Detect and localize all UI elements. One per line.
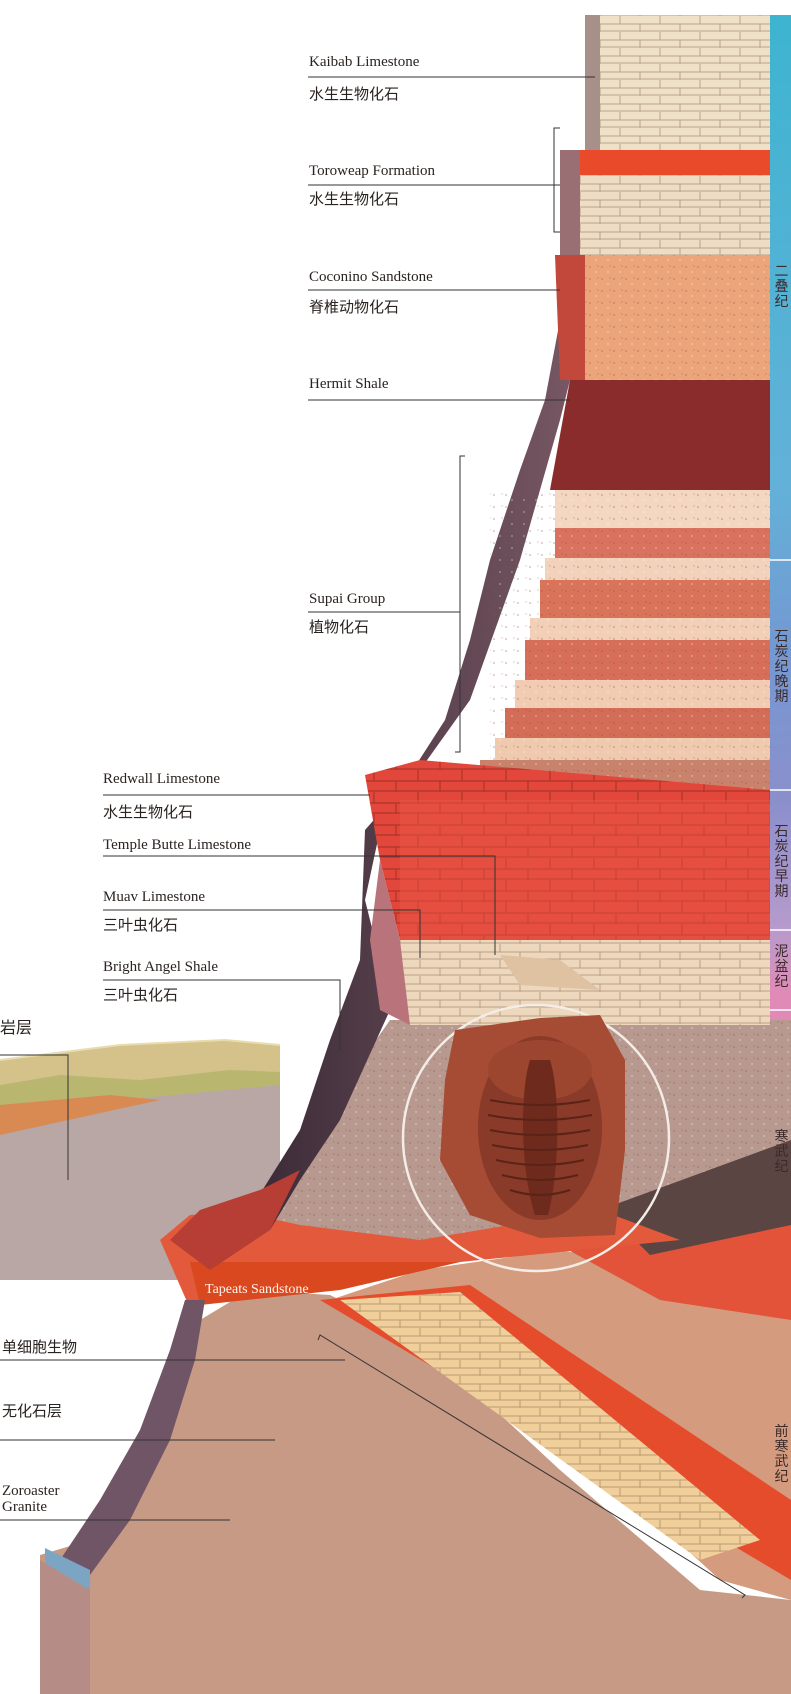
label-tapeats: Tapeats Sandstone <box>205 1283 309 1297</box>
label-bright-angel: Bright Angel Shale <box>103 960 218 975</box>
fossil-supai: 植物化石 <box>309 620 369 635</box>
label-unicellular: 单细胞生物 <box>2 1340 77 1355</box>
label-redwall: Redwall Limestone <box>103 772 220 787</box>
period-cambrian: 寒武纪 <box>772 1130 791 1175</box>
period-precambrian: 前寒武纪 <box>772 1425 791 1485</box>
fossil-bright-angel: 三叶虫化石 <box>103 988 178 1003</box>
period-late-carboniferous: 石炭纪晚期 <box>772 630 791 705</box>
period-devonian: 泥盆纪 <box>772 945 791 990</box>
fossil-redwall: 水生生物化石 <box>103 805 193 820</box>
label-cut-layer: 岩层 <box>0 1020 32 1036</box>
label-granite-2: Granite <box>2 1500 47 1515</box>
label-muav: Muav Limestone <box>103 890 205 905</box>
period-permian: 二叠纪 <box>772 265 791 310</box>
label-supai: Supai Group <box>309 592 385 607</box>
fossil-kaibab: 水生生物化石 <box>309 87 399 102</box>
fossil-muav: 三叶虫化石 <box>103 918 178 933</box>
label-coconino: Coconino Sandstone <box>309 270 433 285</box>
fossil-coconino: 脊椎动物化石 <box>309 300 399 315</box>
period-early-carboniferous: 石炭纪早期 <box>772 825 791 900</box>
label-temple-butte: Temple Butte Limestone <box>103 838 251 853</box>
label-toroweap: Toroweap Formation <box>309 164 435 179</box>
label-no-fossil: 无化石层 <box>2 1404 62 1419</box>
label-hermit: Hermit Shale <box>309 377 389 392</box>
label-granite-1: Zoroaster <box>2 1484 59 1499</box>
label-kaibab: Kaibab Limestone <box>309 55 419 70</box>
fossil-toroweap: 水生生物化石 <box>309 192 399 207</box>
